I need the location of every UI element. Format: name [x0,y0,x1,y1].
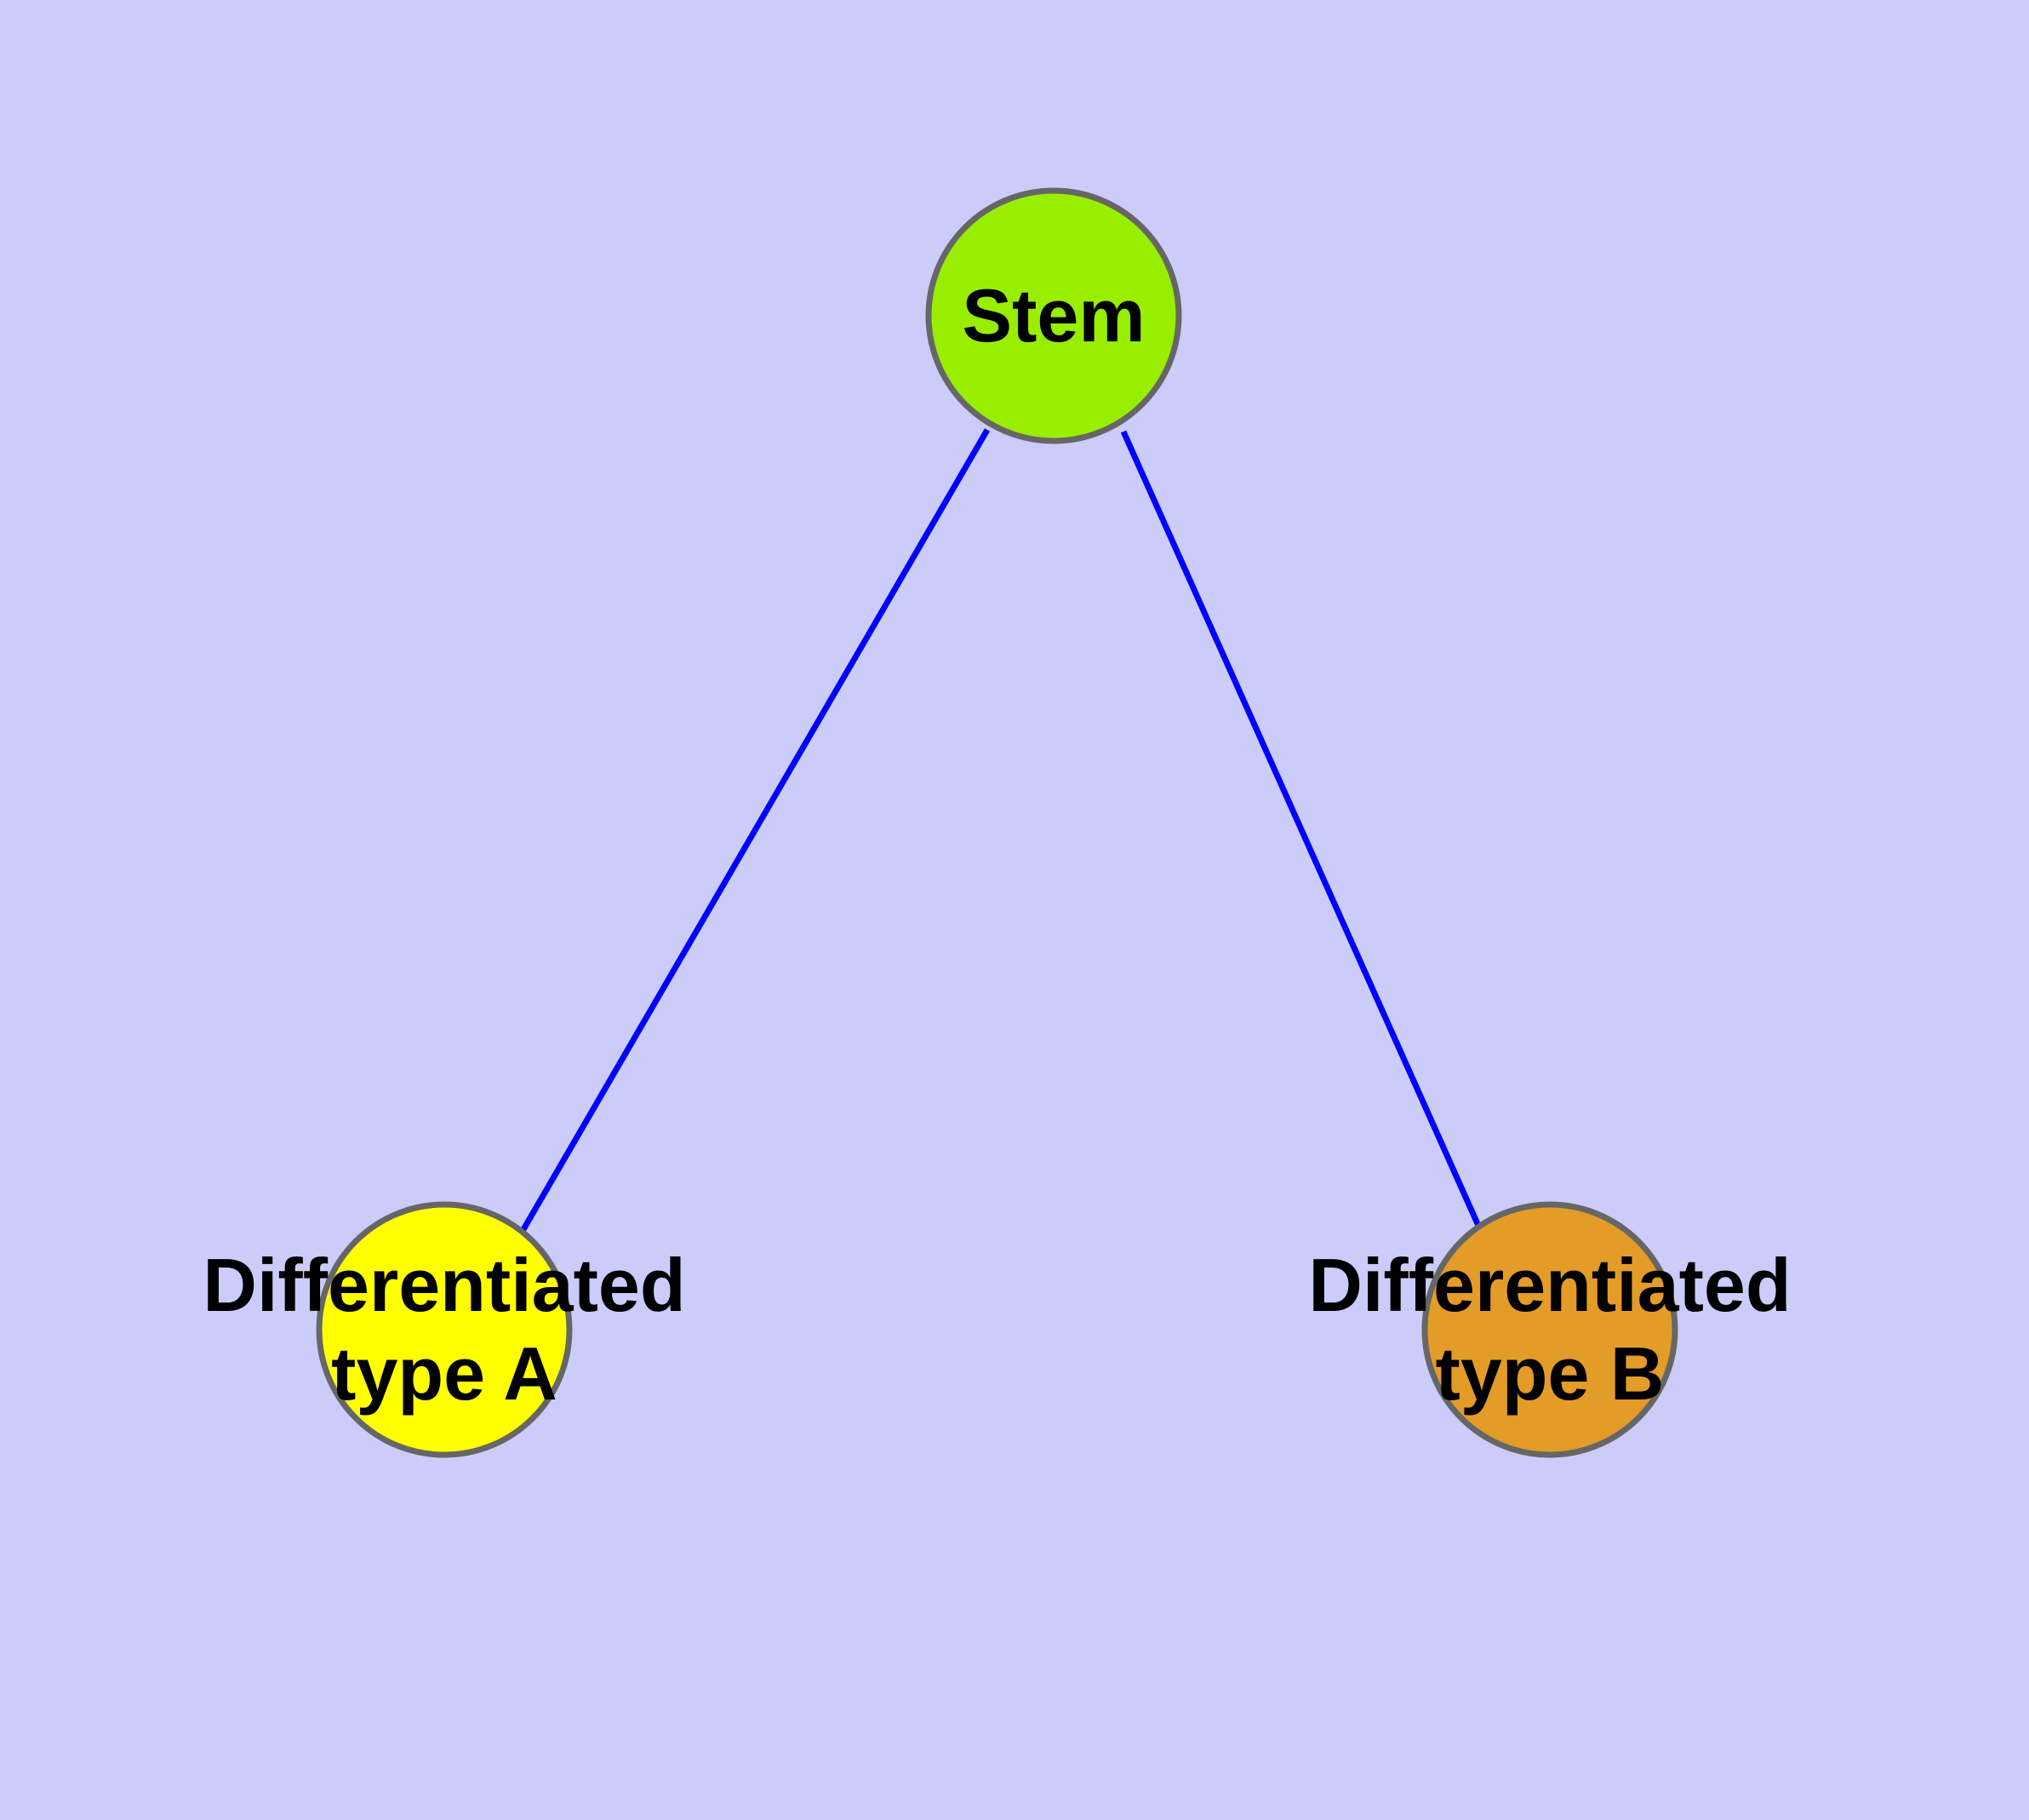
node-differentiated-type-b-label-line2: type B [1436,1331,1665,1416]
edge-stem-to-differentiated-a[interactable] [519,428,991,1233]
node-stem-circle[interactable] [925,187,1182,444]
node-differentiated-type-a-label-line1: Differentiated [203,1243,685,1327]
node-differentiated-type-b-circle[interactable] [1421,1201,1678,1458]
node-differentiated-type-b[interactable]: Differentiated type B [1308,1201,1792,1458]
node-differentiated-type-b-label-line1: Differentiated [1308,1243,1791,1327]
node-differentiated-type-a-label-line2: type A [331,1331,557,1416]
node-stem-label: Stem [962,273,1145,358]
node-differentiated-type-a-circle[interactable] [316,1201,573,1458]
node-stem[interactable]: Stem [925,187,1182,444]
edges-layer [519,428,1483,1233]
node-differentiated-type-a[interactable]: Differentiated type A [203,1201,686,1458]
edge-stem-to-differentiated-b[interactable] [1120,430,1483,1229]
